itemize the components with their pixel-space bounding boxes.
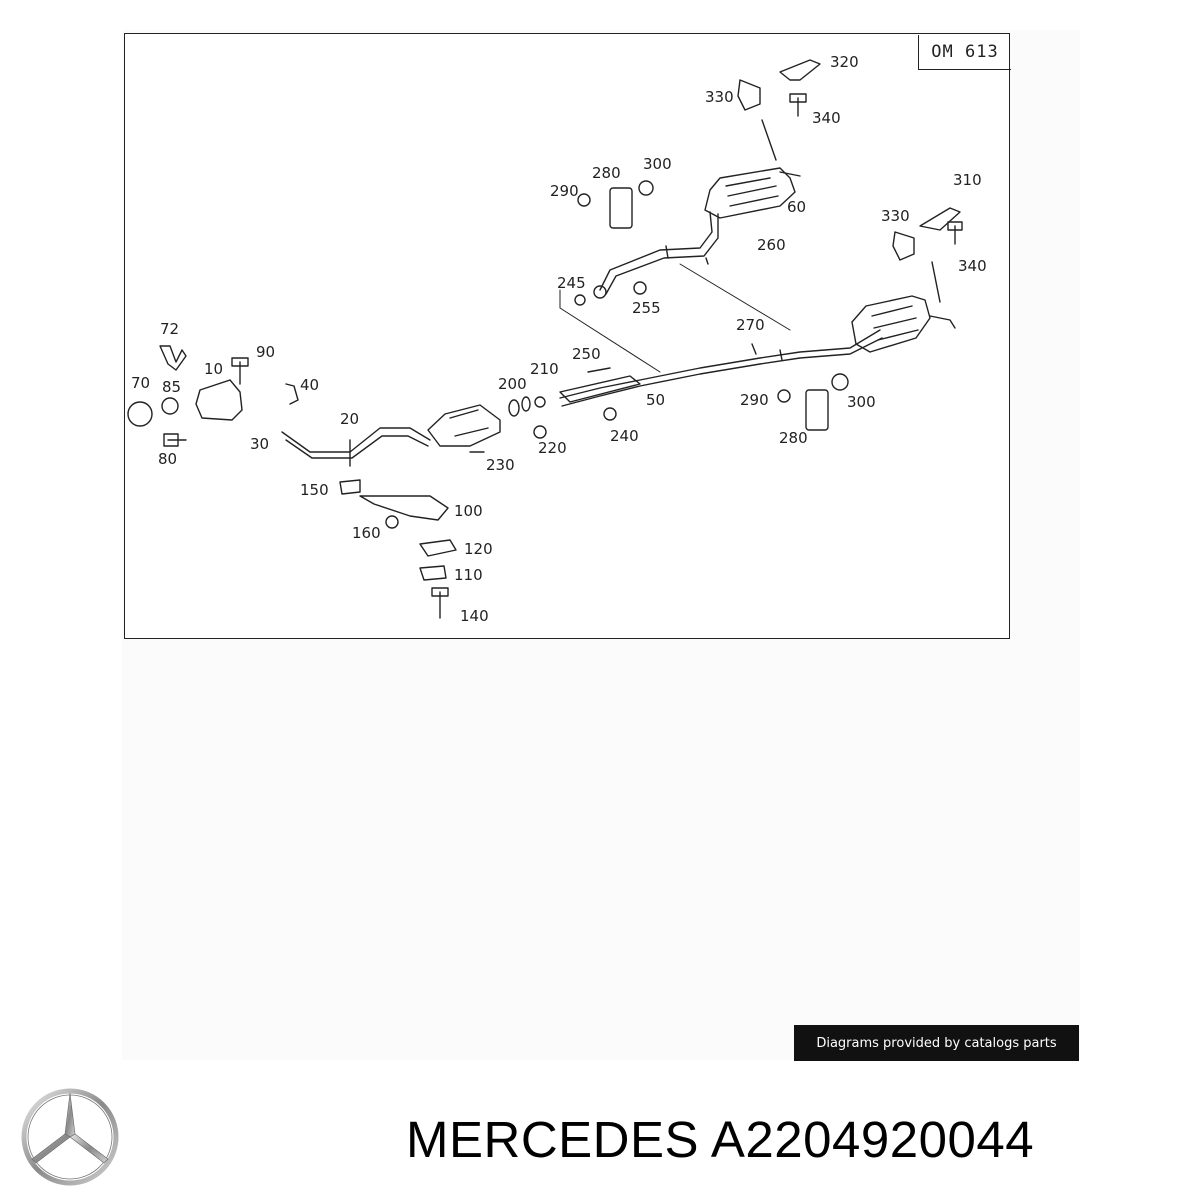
rear-muffler-upper bbox=[704, 167, 796, 219]
part-callout: 60 bbox=[787, 198, 806, 216]
part-callout: 255 bbox=[632, 299, 661, 317]
part-callout: 300 bbox=[847, 393, 876, 411]
part-callout: 280 bbox=[592, 164, 621, 182]
rear-muffler-lower bbox=[851, 295, 931, 353]
part-callout: 200 bbox=[498, 375, 527, 393]
part-callout: 90 bbox=[256, 343, 275, 361]
part-callout: 100 bbox=[454, 502, 483, 520]
part-callout: 220 bbox=[538, 439, 567, 457]
part-callout: 330 bbox=[881, 207, 910, 225]
front-pipe bbox=[281, 427, 431, 453]
part-callout: 290 bbox=[740, 391, 769, 409]
part-callout: 320 bbox=[830, 53, 859, 71]
part-callout: 310 bbox=[953, 171, 982, 189]
diagram-frame bbox=[124, 33, 1010, 639]
part-title: MERCEDES A2204920044 bbox=[406, 1110, 1034, 1169]
mercedes-star-icon bbox=[21, 1088, 119, 1186]
mount-bracket bbox=[359, 495, 449, 521]
part-callout: 340 bbox=[958, 257, 987, 275]
intermediate-pipe bbox=[559, 329, 881, 399]
part-callout: 300 bbox=[643, 155, 672, 173]
diagram-credit-badge: Diagrams provided by catalogs parts bbox=[794, 1025, 1079, 1061]
part-callout: 50 bbox=[646, 391, 665, 409]
brand-name: MERCEDES bbox=[406, 1111, 700, 1168]
exhaust-system-diagram: 72 90 10 70 85 40 30 80 20 150 100 160 1… bbox=[127, 53, 987, 625]
engine-code-label: OM 613 bbox=[918, 35, 1011, 70]
part-callout: 340 bbox=[812, 109, 841, 127]
part-callout: 20 bbox=[340, 410, 359, 428]
catalytic-converter bbox=[427, 404, 501, 447]
part-callout: 260 bbox=[757, 236, 786, 254]
part-callout: 280 bbox=[779, 429, 808, 447]
part-callout: 245 bbox=[557, 274, 586, 292]
part-number: A2204920044 bbox=[710, 1111, 1035, 1168]
part-callout: 110 bbox=[454, 566, 483, 584]
part-callout: 230 bbox=[486, 456, 515, 474]
part-callout: 40 bbox=[300, 376, 319, 394]
part-callout: 160 bbox=[352, 524, 381, 542]
part-callout: 30 bbox=[250, 435, 269, 453]
part-callout: 290 bbox=[550, 182, 579, 200]
part-callout: 85 bbox=[162, 378, 181, 396]
part-callout: 80 bbox=[158, 450, 177, 468]
part-callout: 72 bbox=[160, 320, 179, 338]
part-callout: 210 bbox=[530, 360, 559, 378]
part-callout: 150 bbox=[300, 481, 329, 499]
part-callout: 70 bbox=[131, 374, 150, 392]
part-callout: 250 bbox=[572, 345, 601, 363]
part-callout: 140 bbox=[460, 607, 489, 625]
part-callout: 10 bbox=[204, 360, 223, 378]
part-callout: 120 bbox=[464, 540, 493, 558]
part-callout: 270 bbox=[736, 316, 765, 334]
part-callout: 240 bbox=[610, 427, 639, 445]
part-callout: 330 bbox=[705, 88, 734, 106]
front-catalyst bbox=[195, 379, 243, 421]
